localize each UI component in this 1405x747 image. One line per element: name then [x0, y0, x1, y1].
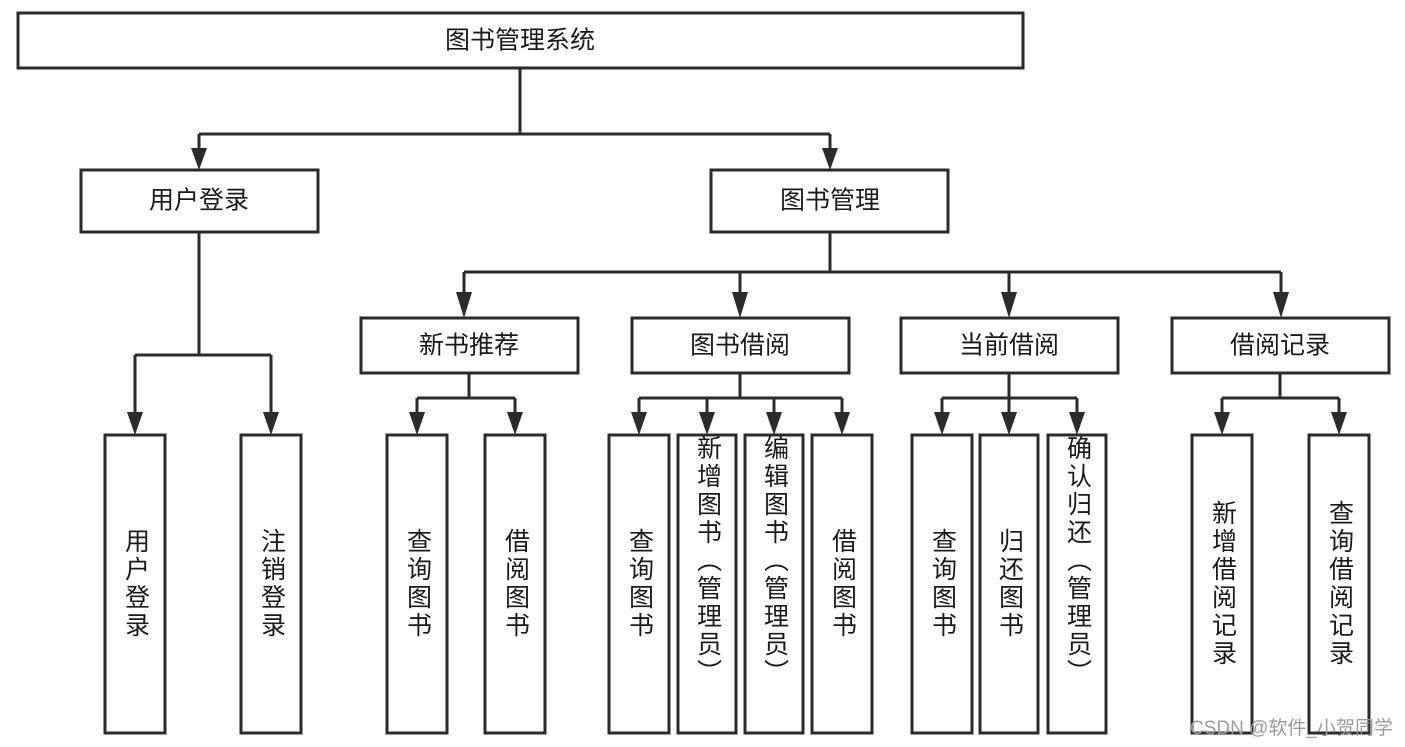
node-book-borrow-box[interactable]	[630, 316, 851, 375]
arrow-to-book-borrow	[732, 292, 748, 318]
node-book-borrow-label: 图书借阅	[690, 332, 790, 360]
node-root-label: 图书管理系统	[445, 27, 595, 55]
watermark-text: CSDN @软件_小贺同学	[1190, 718, 1393, 739]
leaf-box-query-book-1[interactable]	[385, 433, 449, 735]
arrow-leaf-confirm-return	[1069, 412, 1085, 435]
leaf-box-confirm-return[interactable]	[1046, 433, 1108, 735]
arrow-to-new-book-recommend	[456, 292, 472, 318]
arrow-leaf-return-book	[1001, 412, 1017, 435]
node-root[interactable]: 图书管理系统	[16, 11, 1025, 70]
node-current-borrow-label: 当前借阅	[959, 332, 1059, 360]
node-user-login-label: 用户登录	[149, 187, 249, 215]
node-new-book-recommend-label: 新书推荐	[419, 332, 519, 360]
node-book-borrow[interactable]: 图书借阅	[630, 316, 851, 375]
node-new-book-recommend-box[interactable]	[359, 316, 580, 375]
arrow-to-user-login	[191, 148, 207, 170]
arrow-leaf-borrow-book-1	[507, 412, 523, 435]
arrow-leaf-borrow-book-2	[834, 412, 850, 435]
leaf-box-return-book[interactable]	[978, 433, 1040, 735]
arrow-leaf-edit-book	[766, 412, 782, 435]
arrow-to-book-manage	[822, 148, 838, 170]
leaf-box-user-logout[interactable]	[239, 433, 303, 735]
leaf-box-user-login[interactable]	[103, 433, 167, 735]
leaf-box-borrow-book-2[interactable]	[810, 433, 874, 735]
leaf-box-add-record[interactable]	[1190, 433, 1254, 735]
node-current-borrow-box[interactable]	[899, 316, 1120, 375]
node-root-box[interactable]	[16, 11, 1025, 70]
node-book-manage-label: 图书管理	[780, 187, 880, 215]
arrow-leaf-query-book-3	[934, 412, 950, 435]
arrow-leaf-query-book-2	[631, 412, 647, 435]
node-borrow-record-box[interactable]	[1170, 316, 1391, 375]
node-borrow-record-label: 借阅记录	[1230, 332, 1330, 360]
arrow-leaf-query-book-1	[409, 412, 425, 435]
leaf-box-edit-book[interactable]	[743, 433, 805, 735]
node-new-book-recommend[interactable]: 新书推荐	[359, 316, 580, 375]
leaf-box-query-book-2[interactable]	[607, 433, 671, 735]
arrow-leaf-query-record	[1331, 412, 1347, 435]
leaf-box-query-record[interactable]	[1307, 433, 1371, 735]
node-book-manage[interactable]: 图书管理	[709, 168, 950, 234]
arrow-leaf-add-book	[699, 412, 715, 435]
arrow-to-borrow-record	[1273, 292, 1289, 318]
arrow-leaf-user-logout	[263, 412, 279, 435]
node-current-borrow[interactable]: 当前借阅	[899, 316, 1120, 375]
arrow-leaf-user-login	[127, 412, 143, 435]
leaf-box-borrow-book-1[interactable]	[483, 433, 547, 735]
arrow-leaf-add-record	[1214, 412, 1230, 435]
arrow-to-current-borrow	[1001, 292, 1017, 318]
node-borrow-record[interactable]: 借阅记录	[1170, 316, 1391, 375]
leaf-box-query-book-3[interactable]	[910, 433, 974, 735]
leaf-box-add-book[interactable]	[676, 433, 738, 735]
node-book-manage-box[interactable]	[709, 168, 950, 234]
node-user-login[interactable]: 用户登录	[79, 168, 320, 234]
